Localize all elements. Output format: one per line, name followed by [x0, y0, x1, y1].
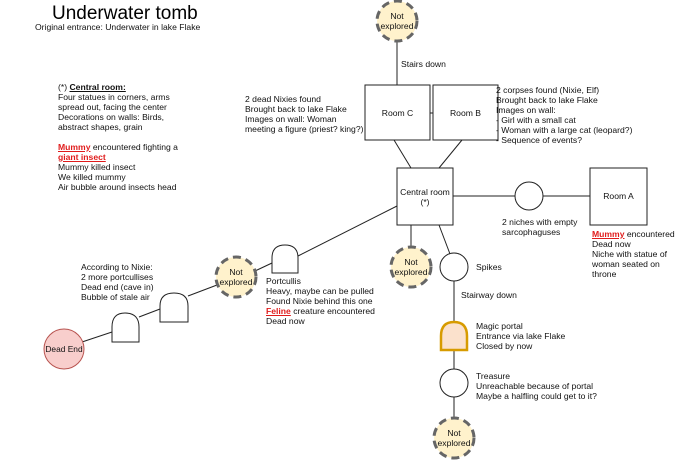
room-c-label: Room C [381, 108, 414, 118]
dead-end-label: Dead End [45, 344, 83, 354]
edge-gate2-gate1 [138, 308, 161, 318]
nixie-report-note: According to Nixie: 2 more portcullises … [81, 262, 154, 302]
magic-portal-gate[interactable] [439, 320, 469, 352]
stairs-down-label: Stairs down [401, 59, 446, 69]
stairway-down-label: Stairway down [461, 290, 517, 300]
gate-1[interactable] [111, 312, 140, 343]
unexplored-node-bottom[interactable] [432, 416, 476, 460]
edge-portcullis-unexplored-left [254, 262, 273, 272]
edges [81, 42, 590, 418]
central-room-box[interactable] [396, 167, 454, 226]
spikes-node[interactable] [439, 252, 469, 282]
dead-end-node[interactable] [43, 328, 85, 370]
giant-insect-link: giant insect [58, 152, 106, 162]
niches-node[interactable] [514, 181, 544, 211]
mummy-link: Mummy [58, 142, 91, 152]
room-c-box[interactable] [364, 84, 431, 141]
central-room-label: Central room(*) [400, 187, 450, 207]
room-b-box[interactable] [432, 84, 499, 141]
portcullis-note: Portcullis Heavy, maybe can be pulled Fo… [266, 276, 375, 326]
gate-2[interactable] [159, 292, 189, 323]
edge-gate1-dead-end [81, 331, 113, 343]
room-a-mummy-link: Mummy [592, 229, 625, 239]
portcullis-gate[interactable] [271, 244, 299, 274]
room-c-note: 2 dead Nixies found Brought back to lake… [245, 94, 364, 134]
edge-central-portcullis [297, 205, 398, 257]
unexplored-node-left[interactable] [214, 255, 258, 299]
unexplored-node-top[interactable] [375, 0, 419, 43]
central-room-note: (*) Central room: Four statues in corner… [58, 82, 178, 192]
room-a-note: Mummy encountered Dead now Niche with st… [592, 229, 675, 279]
treasure-note: Treasure Unreachable because of portal M… [476, 371, 597, 401]
magic-portal-note: Magic portal Entrance via lake Flake Clo… [476, 321, 566, 351]
room-b-label: Room B [449, 108, 482, 118]
spikes-label: Spikes [476, 262, 502, 272]
diagram-subtitle: Original entrance: Underwater in lake Fl… [35, 22, 201, 32]
edge-central-spikes [438, 224, 451, 255]
niches-note: 2 niches with empty sarcophaguses [502, 217, 578, 237]
diagram-title: Underwater tomb [52, 3, 198, 24]
edge-room-b-central [438, 139, 463, 169]
room-a-box[interactable] [589, 167, 648, 226]
treasure-node[interactable] [439, 368, 469, 398]
feline-link: Feline [266, 306, 291, 316]
unexplored-node-mid[interactable] [389, 245, 433, 289]
edge-unexplored-left-gate2 [187, 284, 218, 297]
room-b-note: 2 corpses found (Nixie, Elf) Brought bac… [496, 85, 633, 145]
edge-room-c-central [393, 139, 412, 169]
room-a-label: Room A [603, 191, 634, 201]
